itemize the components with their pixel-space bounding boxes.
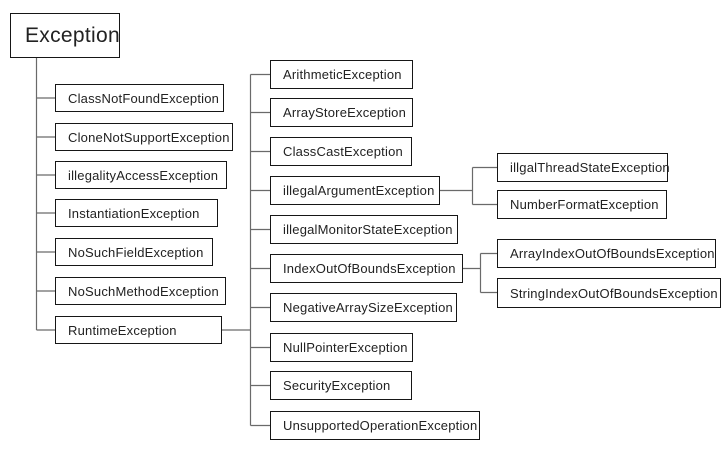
- node-unsupported-operation-exception: UnsupportedOperationException: [270, 411, 480, 440]
- node-instantiation-exception: InstantiationException: [55, 199, 218, 227]
- node-exception: Exception: [10, 13, 120, 58]
- runtime-children-connectors: [222, 73, 270, 427]
- node-security-exception: SecurityException: [270, 371, 412, 400]
- node-class-not-found-exception: ClassNotFoundException: [55, 84, 224, 112]
- node-array-index-out-of-bounds-exception: ArrayIndexOutOfBoundsException: [497, 239, 716, 268]
- node-no-such-field-exception: NoSuchFieldException: [55, 238, 213, 266]
- node-class-cast-exception: ClassCastException: [270, 137, 412, 166]
- exception-children-connectors: [35, 58, 55, 331]
- node-number-format-exception: NumberFormatException: [497, 190, 667, 219]
- node-runtime-exception: RuntimeException: [55, 316, 222, 344]
- node-array-store-exception: ArrayStoreException: [270, 98, 413, 127]
- node-string-index-out-of-bounds-exception: StringIndexOutOfBoundsException: [497, 278, 721, 308]
- node-arithmetic-exception: ArithmeticException: [270, 60, 413, 89]
- node-illegal-argument-exception: illegalArgumentException: [270, 176, 440, 205]
- node-index-out-of-bounds-exception: IndexOutOfBoundsException: [270, 254, 463, 283]
- illegal-argument-children-connectors: [440, 166, 497, 206]
- node-illegality-access-exception: illegalityAccessException: [55, 161, 227, 189]
- index-out-of-bounds-children-connectors: [463, 252, 497, 294]
- node-no-such-method-exception: NoSuchMethodException: [55, 277, 226, 305]
- node-illgal-thread-state-exception: illgalThreadStateException: [497, 153, 670, 182]
- node-clone-not-support-exception: CloneNotSupportException: [55, 123, 233, 151]
- node-illegal-monitor-state-exception: illegalMonitorStateException: [270, 215, 458, 244]
- node-null-pointer-exception: NullPointerException: [270, 333, 413, 362]
- node-negative-array-size-exception: NegativeArraySizeException: [270, 293, 457, 322]
